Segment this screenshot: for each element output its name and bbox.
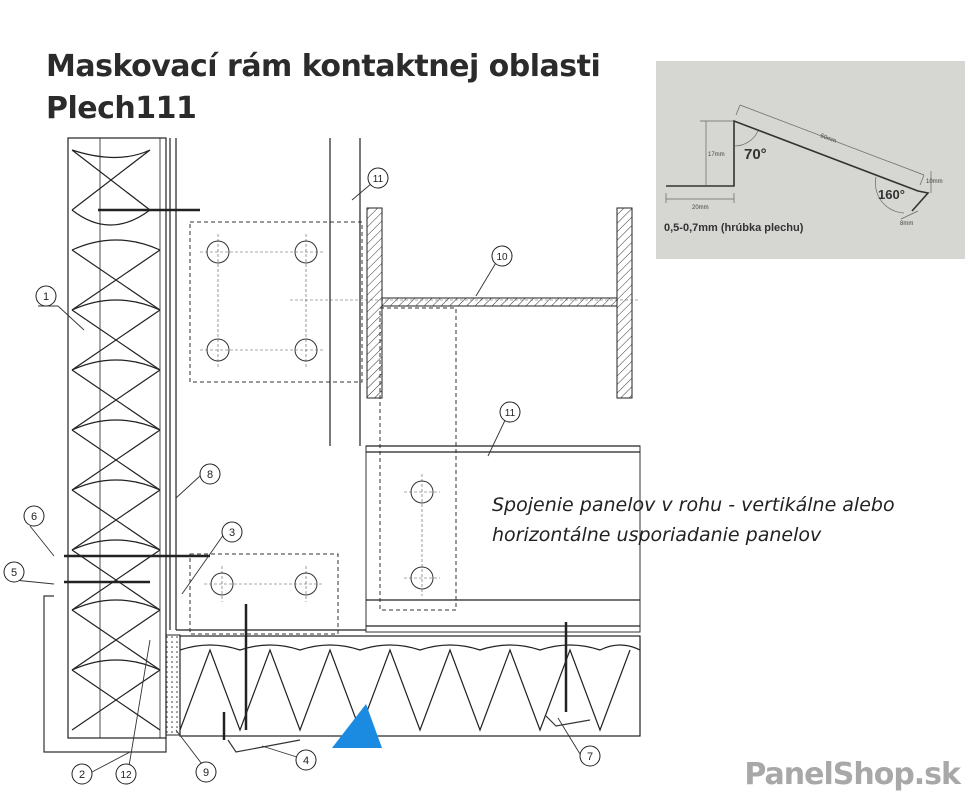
callout-2: 2 [79, 769, 85, 781]
page-title: Maskovací rám kontaktnej oblasti Plech11… [46, 46, 601, 130]
angle-160: 160° [878, 187, 905, 202]
callout-labels: 1 2 3 4 5 6 7 8 9 10 11 11 12 [11, 174, 593, 781]
dim-base: 20mm [692, 205, 709, 211]
callout-bubbles [3, 167, 601, 785]
accent-arrow [332, 704, 382, 748]
callout-12: 12 [120, 770, 132, 781]
caption-line-2: horizontálne usporiadanie panelov [492, 524, 822, 546]
title-line-1: Maskovací rám kontaktnej oblasti [46, 49, 601, 84]
caption-line-1: Spojenie panelov v rohu - vertikálne ale… [492, 494, 895, 516]
profile-drawing: 17mm 20mm 50mm 10mm 8mm 70° 160° 0,5-0,7… [664, 104, 943, 234]
vertical-panel [67, 137, 167, 739]
beam-lower [366, 445, 640, 627]
steel-plates [189, 221, 641, 635]
title-line-2: Plech111 [46, 91, 197, 126]
fasteners [64, 208, 568, 740]
callout-1: 1 [43, 291, 49, 303]
thickness-note: 0,5-0,7mm (hrúbka plechu) [664, 222, 804, 234]
dim-height: 17mm [708, 152, 725, 158]
callout-6: 6 [31, 511, 37, 523]
callout-11-upper: 11 [373, 174, 384, 185]
callout-5: 5 [11, 567, 17, 579]
horizontal-panel [179, 635, 641, 737]
callout-7: 7 [587, 751, 593, 763]
flashing [43, 595, 591, 753]
profile-outline [666, 119, 930, 212]
angle-70: 70° [744, 146, 767, 163]
brand-logo: PanelShop.sk [744, 757, 961, 792]
callout-10: 10 [496, 252, 508, 263]
callout-9: 9 [203, 767, 209, 779]
column-upper [169, 138, 366, 631]
dim-tail: 10mm [926, 179, 943, 185]
callout-3: 3 [229, 527, 235, 539]
callout-11-lower: 11 [505, 408, 516, 419]
callout-leaders [13, 177, 581, 773]
profile-detail-inset: 17mm 20mm 50mm 10mm 8mm 70° 160° 0,5-0,7… [656, 61, 965, 259]
bolt-holes [206, 240, 434, 596]
caption: Spojenie panelov v rohu - vertikálne ale… [492, 490, 962, 550]
i-beam [366, 207, 633, 399]
callout-4: 4 [303, 755, 309, 767]
dim-hem: 8mm [900, 221, 913, 227]
callout-8: 8 [207, 469, 213, 481]
dim-slope: 50mm [819, 133, 837, 145]
sealing-strip [165, 634, 181, 736]
